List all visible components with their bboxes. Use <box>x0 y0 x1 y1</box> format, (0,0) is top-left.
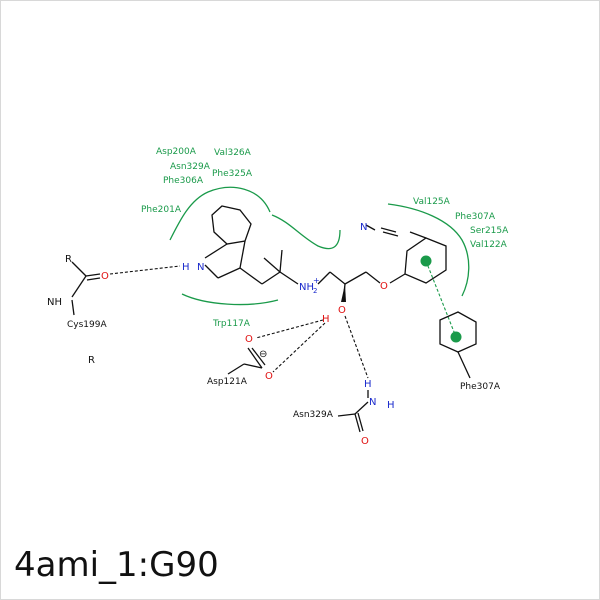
atom-o-asp-a: O <box>245 334 253 345</box>
residue-label-val122a: Val122A <box>470 240 508 250</box>
residue-label-phe325a: Phe325A <box>212 169 253 179</box>
atom-o-ether: O <box>380 281 388 292</box>
partner-label-phe307a: Phe307A <box>460 382 501 392</box>
atom-h-asn-b: H <box>387 400 395 411</box>
residue-label-val326a: Val326A <box>214 148 252 158</box>
residue-label-val125a: Val125A <box>413 197 451 207</box>
arc-phe201-phe306 <box>169 186 271 241</box>
residue-label-phe306a: Phe306A <box>163 176 204 186</box>
atom-o-cys: O <box>101 271 109 282</box>
partner-label-asp121a: Asp121A <box>207 377 248 387</box>
atom-nh-cys: NH <box>47 297 62 308</box>
atom-n-asn: N <box>369 397 376 408</box>
residue-label-asn329a-top: Asn329A <box>170 162 211 172</box>
interactions <box>109 260 457 379</box>
atom-h-hydroxyl: H <box>322 314 330 325</box>
atom-nh2-sub: 2 <box>313 287 317 295</box>
atom-r-bottom: R <box>88 355 95 366</box>
atom-o-asn: O <box>361 436 369 447</box>
partner-labels: Cys199A Asp121A Asn329A Phe307A <box>67 320 501 420</box>
residue-labels: Asp200A Val326A Asn329A Phe325A Phe306A … <box>141 147 509 329</box>
residue-label-phe201a: Phe201A <box>141 205 182 215</box>
atom-n-nitrile: N <box>360 222 367 233</box>
arc-trp117 <box>181 293 279 306</box>
atom-h-indole: H <box>182 262 190 273</box>
atom-labels: R R O NH H N NH 2 + O O H N O O ⊖ H N H … <box>47 222 395 447</box>
pi-centroid-ligand <box>420 255 432 267</box>
residue-label-phe307a-top: Phe307A <box>455 212 496 222</box>
arc-val125-val122 <box>387 203 470 297</box>
atom-n-indole: N <box>197 262 204 273</box>
residue-label-trp117a: Trp117A <box>212 319 251 329</box>
atom-o-asp-b: O <box>265 371 273 382</box>
hbond-hydroxyl-asn <box>344 315 369 379</box>
hbond-hydroxyl-asp-a <box>255 319 324 339</box>
atom-r-top: R <box>65 254 72 265</box>
bonds <box>71 205 477 433</box>
hbond-cys-indole <box>109 265 181 275</box>
partner-label-cys199a: Cys199A <box>67 320 107 330</box>
atom-o-hydroxyl: O <box>338 305 346 316</box>
diagram-title: 4ami_1:G90 <box>14 545 219 585</box>
pi-centroid-phe307 <box>450 331 462 343</box>
stereo-wedge <box>341 284 346 302</box>
atom-h-asn-a: H <box>364 379 372 390</box>
hydrophobic-arcs <box>169 186 470 306</box>
residue-label-asp200a: Asp200A <box>156 147 197 157</box>
pi-stack-phe307 <box>425 260 457 338</box>
arc-phe325-val326 <box>271 214 341 250</box>
partner-label-asn329a: Asn329A <box>293 410 334 420</box>
residue-label-ser215a: Ser215A <box>470 226 509 236</box>
atom-minus-charge: ⊖ <box>259 349 267 360</box>
hbond-hydroxyl-asp-b <box>272 322 326 373</box>
atom-nh2-plus: NH <box>299 282 314 293</box>
atom-nh2-charge: + <box>313 276 320 285</box>
